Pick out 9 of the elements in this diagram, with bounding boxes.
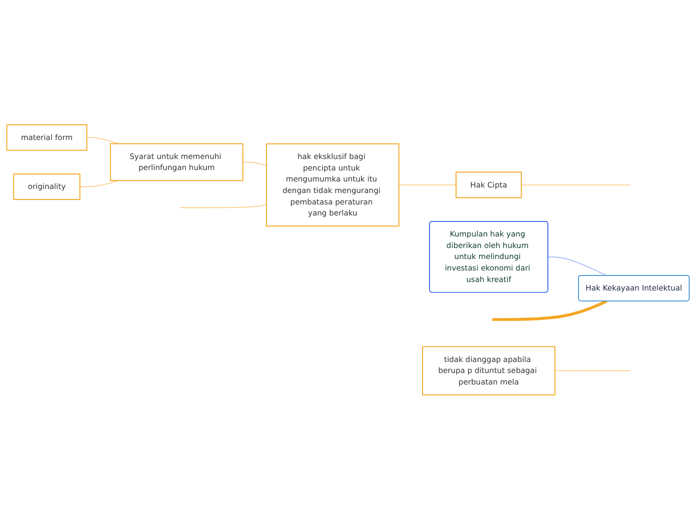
connector: [521, 184, 631, 186]
connector: [492, 300, 608, 322]
connector: [548, 256, 607, 276]
connector: [180, 204, 267, 208]
connector: [554, 370, 631, 372]
connector: [398, 184, 456, 186]
connector: [86, 137, 118, 144]
connector: [80, 180, 118, 188]
connector: [242, 162, 267, 166]
